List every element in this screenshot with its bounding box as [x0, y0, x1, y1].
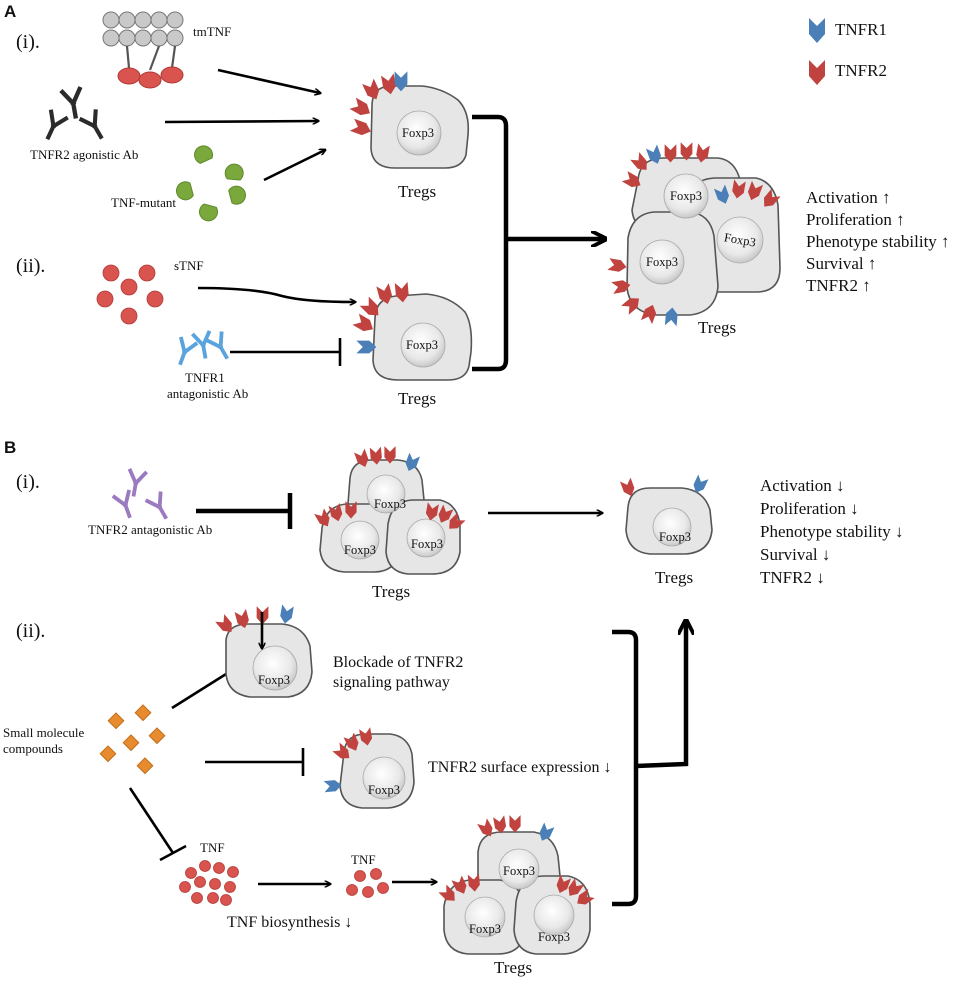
effect-item: Phenotype stability ↑ — [806, 232, 950, 251]
foxp3-label: Foxp3 — [503, 864, 535, 878]
tnf-icon-2 — [346, 868, 389, 898]
panel-a-effects: Activation ↑ Proliferation ↑ Phenotype s… — [806, 188, 950, 295]
stnf-label: sTNF — [174, 258, 204, 273]
panel-a-letter: A — [4, 2, 16, 21]
legend-tnfr1-icon — [809, 18, 825, 43]
panel-a-ii-label: (ii). — [16, 255, 45, 277]
effect-item: Proliferation ↓ — [760, 499, 859, 518]
small-molecule-icon — [99, 704, 166, 775]
foxp3-label: Foxp3 — [258, 673, 290, 687]
effect-item: Survival ↑ — [806, 254, 876, 273]
foxp3-label: Foxp3 — [406, 338, 438, 352]
tregs-label-b-result: Tregs — [655, 568, 693, 587]
panel-a-i-label: (i). — [16, 31, 40, 53]
tregs-label-a-i: Tregs — [398, 182, 436, 201]
small-molecule-label-1: Small molecule — [3, 725, 84, 740]
effect-item: Survival ↓ — [760, 545, 830, 564]
tmtnf-label: tmTNF — [193, 24, 231, 39]
foxp3-label: Foxp3 — [723, 230, 757, 249]
tnfr1-antagonistic-ab-icon — [171, 330, 235, 368]
tnf-biosynthesis-label: TNF biosynthesis ↓ — [227, 914, 352, 931]
effect-item: TNFR2 ↑ — [806, 276, 871, 295]
foxp3-label: Foxp3 — [646, 255, 678, 269]
tregs-label-a-ii: Tregs — [398, 389, 436, 408]
foxp3-label: Foxp3 — [344, 543, 376, 557]
tnf-mutant-label: TNF-mutant — [111, 195, 176, 210]
panel-b-up-arrow — [635, 622, 686, 769]
tnf-mutant-icon — [176, 145, 246, 222]
legend: TNFR1 TNFR2 — [809, 18, 887, 85]
tnfr2-antagonistic-ab-icon — [112, 468, 174, 523]
tnfr1-antagonistic-label-1: TNFR1 — [185, 370, 225, 385]
treg-cluster-b-i: Foxp3 Foxp3 Foxp3 — [314, 446, 466, 575]
tnfr2-agonistic-ab-label: TNFR2 agonistic Ab — [30, 147, 138, 162]
tnf-label-2: TNF — [351, 852, 376, 867]
foxp3-label: Foxp3 — [411, 537, 443, 551]
effect-item: TNFR2 ↓ — [760, 568, 825, 587]
effect-item: Activation ↓ — [760, 476, 845, 495]
panel-b-letter: B — [4, 438, 16, 457]
tnf-mutant-arrow — [263, 150, 325, 182]
foxp3-label: Foxp3 — [538, 930, 570, 944]
treg-cell-b-result: Foxp3 — [620, 474, 713, 555]
tregs-label-b-ii: Tregs — [494, 958, 532, 977]
legend-tnfr2-label: TNFR2 — [835, 61, 887, 80]
tnfr2-agonistic-ab-icon — [41, 89, 108, 141]
legend-tnfr2-icon — [809, 60, 825, 85]
tmtnf-arrow — [217, 68, 320, 93]
agonist-arrow — [164, 121, 318, 122]
effect-item: Activation ↑ — [806, 188, 891, 207]
panel-b-effects: Activation ↓ Proliferation ↓ Phenotype s… — [760, 476, 904, 587]
effect-item: Phenotype stability ↓ — [760, 522, 904, 541]
tnfr2-antagonistic-ab-label: TNFR2 antagonistic Ab — [88, 522, 212, 537]
tnfr2-ab-block-inhibitor — [196, 493, 293, 529]
surface-expression-label: TNFR2 surface expression ↓ — [428, 759, 612, 776]
panel-a-bracket — [472, 114, 509, 372]
foxp3-label: Foxp3 — [670, 189, 702, 203]
tregs-label-b-i: Tregs — [372, 582, 410, 601]
panel-b-bracket — [612, 629, 639, 907]
treg-cluster-a-result: Foxp3 Foxp3 Foxp3 — [607, 142, 781, 327]
panel-b-ii-label: (ii). — [16, 620, 45, 642]
foxp3-label: Foxp3 — [374, 497, 406, 511]
tnf-icon-1 — [179, 860, 239, 906]
foxp3-label: Foxp3 — [368, 783, 400, 797]
treg-cell-a-i: Foxp3 — [349, 71, 470, 169]
foxp3-label: Foxp3 — [469, 922, 501, 936]
foxp3-label: Foxp3 — [402, 126, 434, 140]
panel-b-i-label: (i). — [16, 471, 40, 493]
blockade-label-1: Blockade of TNFR2 — [333, 654, 463, 671]
surface-inhibitor — [205, 748, 305, 776]
tnf-label-1: TNF — [200, 840, 225, 855]
tregs-label-a-result: Tregs — [698, 318, 736, 337]
foxp3-label: Foxp3 — [659, 530, 691, 544]
tnf-inhibitor — [128, 787, 187, 862]
treg-cell-b-blockade: Foxp3 — [215, 604, 313, 698]
treg-cell-b-surface: Foxp3 — [323, 727, 415, 809]
tnfr1-block-inhibitor — [230, 338, 342, 366]
stnf-icon — [96, 264, 164, 325]
tmtnf-icon — [102, 11, 184, 89]
tnfr1-antagonistic-label-2: antagonistic Ab — [167, 386, 248, 401]
stnf-arrow — [197, 286, 355, 302]
small-molecule-label-2: compounds — [3, 741, 63, 756]
blockade-label-2: signaling pathway — [333, 674, 450, 691]
effect-item: Proliferation ↑ — [806, 210, 905, 229]
treg-cell-a-ii: Foxp3 — [352, 281, 473, 381]
treg-cluster-b-ii: Foxp3 Foxp3 Foxp3 — [438, 815, 595, 955]
legend-tnfr1-label: TNFR1 — [835, 20, 887, 39]
